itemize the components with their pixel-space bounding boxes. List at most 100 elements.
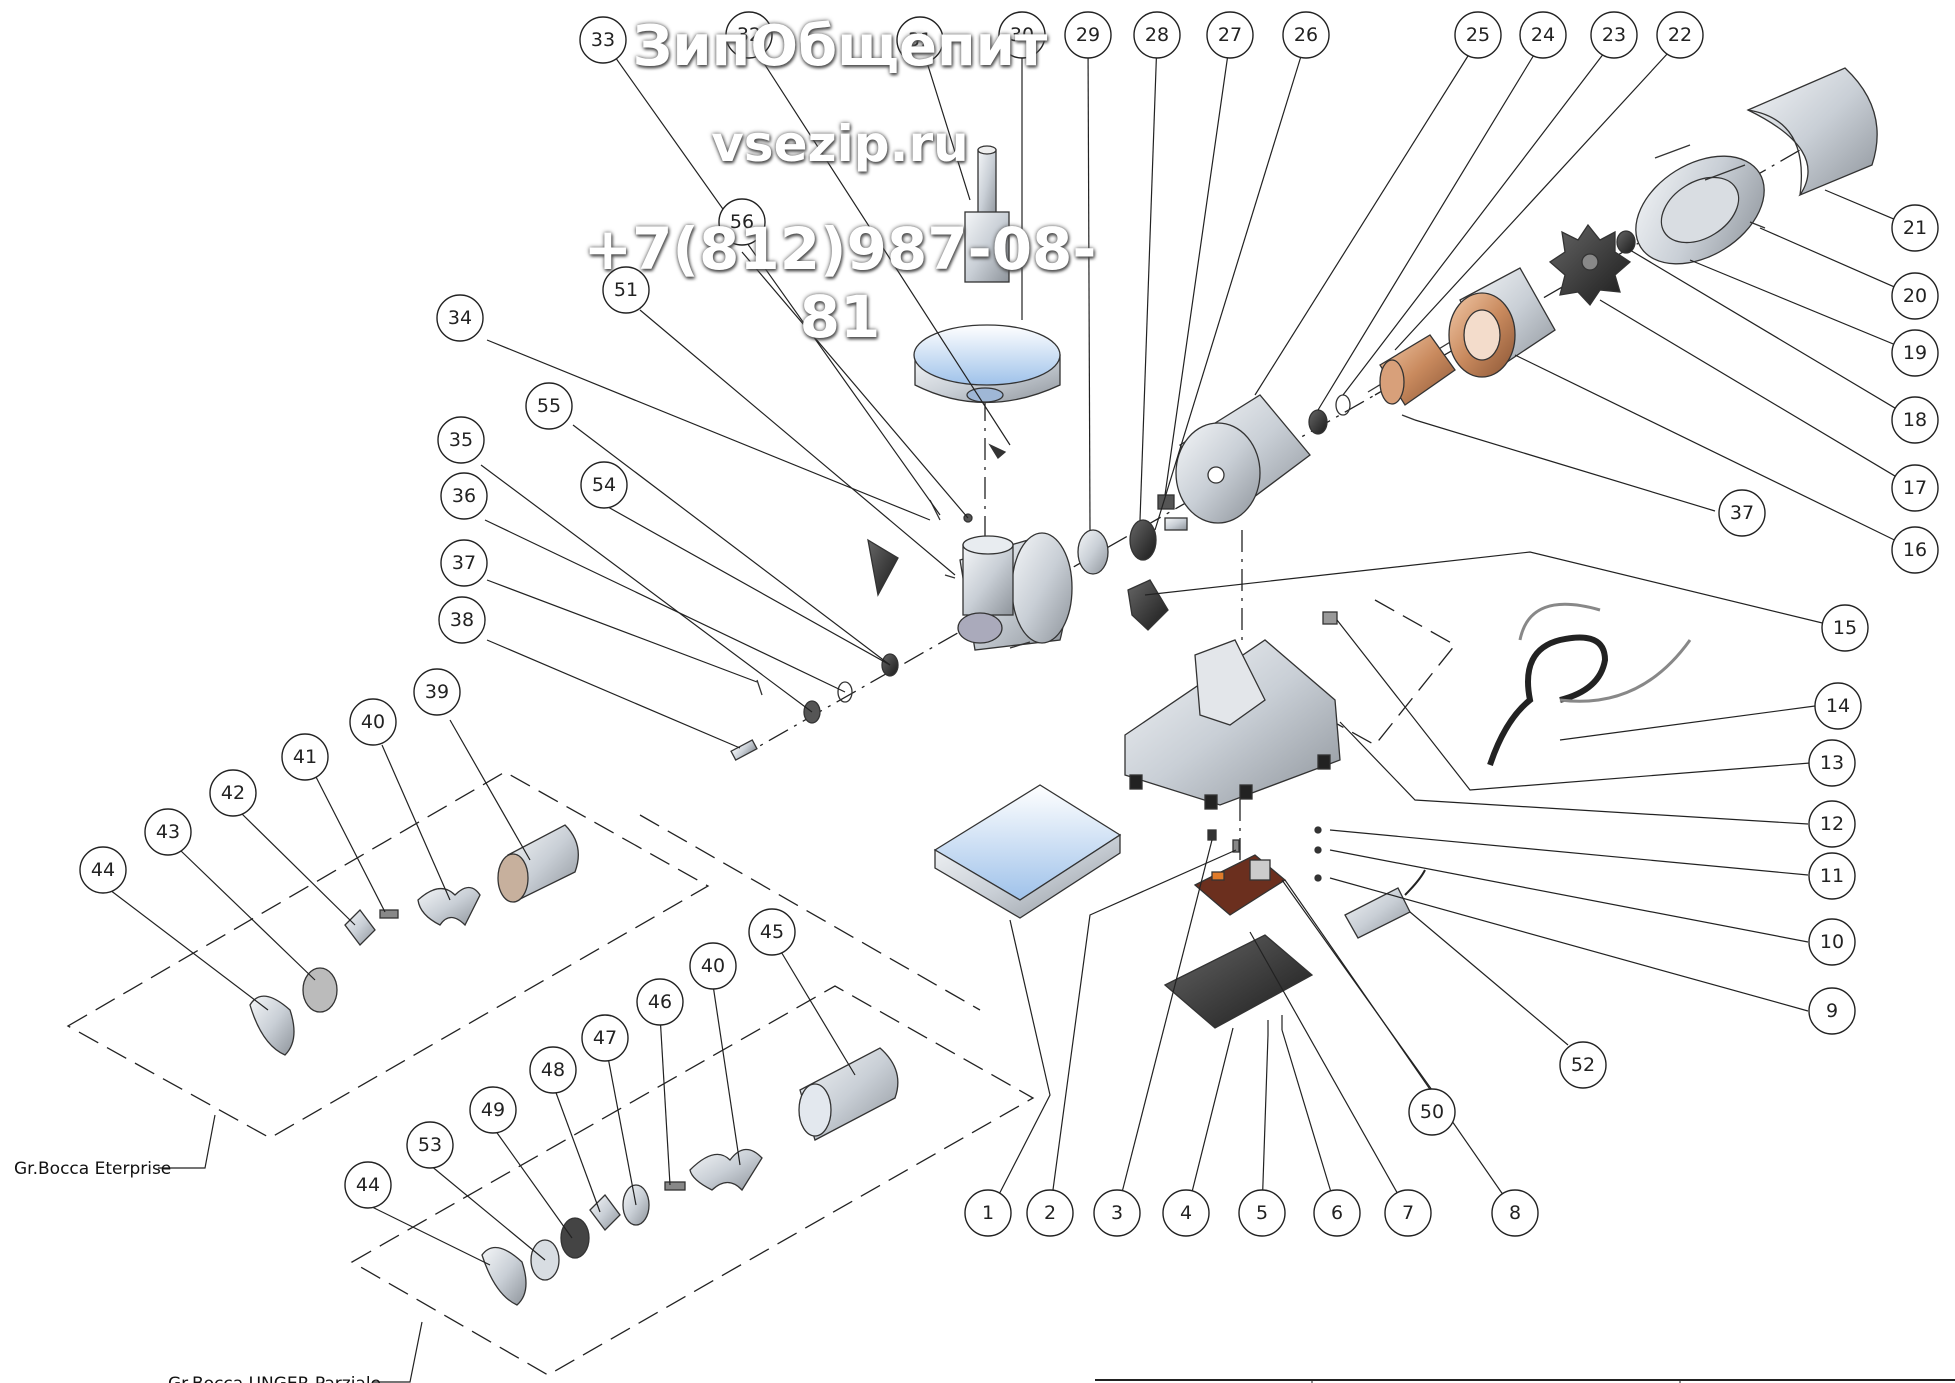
callout-33: 33 xyxy=(579,16,627,64)
callout-54: 54 xyxy=(580,461,628,509)
callout-25: 25 xyxy=(1454,11,1502,59)
leader-lines xyxy=(109,39,1916,1383)
screw-20-a xyxy=(1654,144,1691,159)
svg-text:7: 7 xyxy=(1402,1202,1414,1224)
shaft xyxy=(1164,517,1188,531)
motor-cover xyxy=(1746,67,1878,197)
svg-text:46: 46 xyxy=(648,991,672,1013)
callout-24: 24 xyxy=(1519,11,1567,59)
leader-45 xyxy=(779,949,856,1076)
leader-42 xyxy=(239,811,356,926)
leader-37-left xyxy=(486,579,758,683)
cable-gland xyxy=(1127,579,1169,631)
callout-50: 50 xyxy=(1408,1088,1456,1136)
svg-text:44: 44 xyxy=(91,859,115,881)
leader-4 xyxy=(1186,1027,1234,1213)
feed-pusher xyxy=(964,145,1010,283)
cable-loop xyxy=(1518,602,1601,641)
svg-text:33: 33 xyxy=(591,29,615,51)
svg-text:40: 40 xyxy=(361,711,385,733)
callout-41: 41 xyxy=(281,733,329,781)
leader-46 xyxy=(659,1014,671,1186)
leader-2 xyxy=(1049,849,1237,1213)
svg-text:24: 24 xyxy=(1531,24,1555,46)
screw-20-c xyxy=(1749,221,1766,229)
lower-plate-49 xyxy=(560,1217,590,1259)
svg-text:52: 52 xyxy=(1571,1054,1595,1076)
leader-44-upper xyxy=(109,889,269,1011)
svg-text:12: 12 xyxy=(1820,813,1844,835)
callout-35: 35 xyxy=(437,416,485,464)
leader-56 xyxy=(741,251,969,519)
svg-text:15: 15 xyxy=(1833,617,1857,639)
leader-12 xyxy=(1339,721,1809,825)
callout-12: 12 xyxy=(1808,800,1856,848)
svg-text:30: 30 xyxy=(1010,24,1034,46)
leader-38 xyxy=(486,639,741,749)
gear-train xyxy=(1077,494,1188,575)
svg-text:32: 32 xyxy=(737,24,761,46)
callout-7: 7 xyxy=(1384,1189,1432,1237)
leader-39 xyxy=(449,719,531,861)
svg-text:55: 55 xyxy=(537,395,561,417)
svg-text:40: 40 xyxy=(701,955,725,977)
leader-37-top xyxy=(1414,419,1716,512)
svg-text:23: 23 xyxy=(1602,24,1626,46)
leader-5 xyxy=(1261,1034,1269,1213)
callout-40-lower: 40 xyxy=(689,942,737,990)
lower-ring-44 xyxy=(481,1246,527,1306)
fan xyxy=(1548,223,1632,307)
callout-32: 32 xyxy=(725,11,773,59)
lower-group-outline xyxy=(350,985,1035,1376)
leader-35 xyxy=(480,464,813,713)
capacitor-wire xyxy=(1404,869,1426,896)
leader-14 xyxy=(1559,705,1816,741)
svg-text:9: 9 xyxy=(1826,1000,1838,1022)
capacitor xyxy=(1344,869,1426,939)
callout-2: 2 xyxy=(1026,1189,1074,1237)
svg-text:6: 6 xyxy=(1331,1202,1343,1224)
svg-text:37: 37 xyxy=(452,552,476,574)
svg-text:22: 22 xyxy=(1668,24,1692,46)
switch-box-outline xyxy=(1329,599,1456,746)
callout-28: 28 xyxy=(1133,11,1181,59)
coupling-38 xyxy=(730,739,758,761)
leader-40-lower xyxy=(712,984,741,1166)
callout-17: 17 xyxy=(1891,464,1939,512)
svg-text:20: 20 xyxy=(1903,285,1927,307)
leader-34 xyxy=(486,339,931,521)
upper-group-parts xyxy=(249,824,579,1056)
svg-text:5: 5 xyxy=(1256,1202,1268,1224)
callout-15: 15 xyxy=(1821,604,1869,652)
power-cable xyxy=(1487,602,1692,766)
cable-main xyxy=(1487,634,1609,766)
leader-15 xyxy=(1144,551,1844,629)
bottom-plate-body xyxy=(1163,934,1314,1029)
callout-48: 48 xyxy=(529,1046,577,1094)
svg-text:31: 31 xyxy=(908,29,932,51)
svg-text:10: 10 xyxy=(1820,931,1844,953)
leader-52 xyxy=(1409,911,1569,1046)
svg-text:13: 13 xyxy=(1820,752,1844,774)
svg-text:42: 42 xyxy=(221,782,245,804)
callout-6: 6 xyxy=(1313,1189,1361,1237)
leader-6 xyxy=(1281,1029,1338,1213)
group-label-lower: Gr.Bocca UNGER Parziale xyxy=(168,1374,381,1383)
foot-d xyxy=(1239,784,1253,800)
callout-18: 18 xyxy=(1891,396,1939,444)
callout-52: 52 xyxy=(1559,1041,1607,1089)
gear-29 xyxy=(1077,529,1109,575)
callout-27: 27 xyxy=(1206,11,1254,59)
svg-text:28: 28 xyxy=(1145,24,1169,46)
callout-34: 34 xyxy=(436,294,484,342)
base-top xyxy=(1194,639,1266,726)
head-throat xyxy=(962,544,1014,616)
callout-14: 14 xyxy=(1814,682,1862,730)
svg-text:11: 11 xyxy=(1820,865,1844,887)
leader-3 xyxy=(1116,839,1213,1213)
callout-44-upper: 44 xyxy=(79,846,127,894)
svg-text:37: 37 xyxy=(1730,502,1754,524)
foot-c xyxy=(1317,754,1331,770)
relay xyxy=(1211,871,1225,881)
